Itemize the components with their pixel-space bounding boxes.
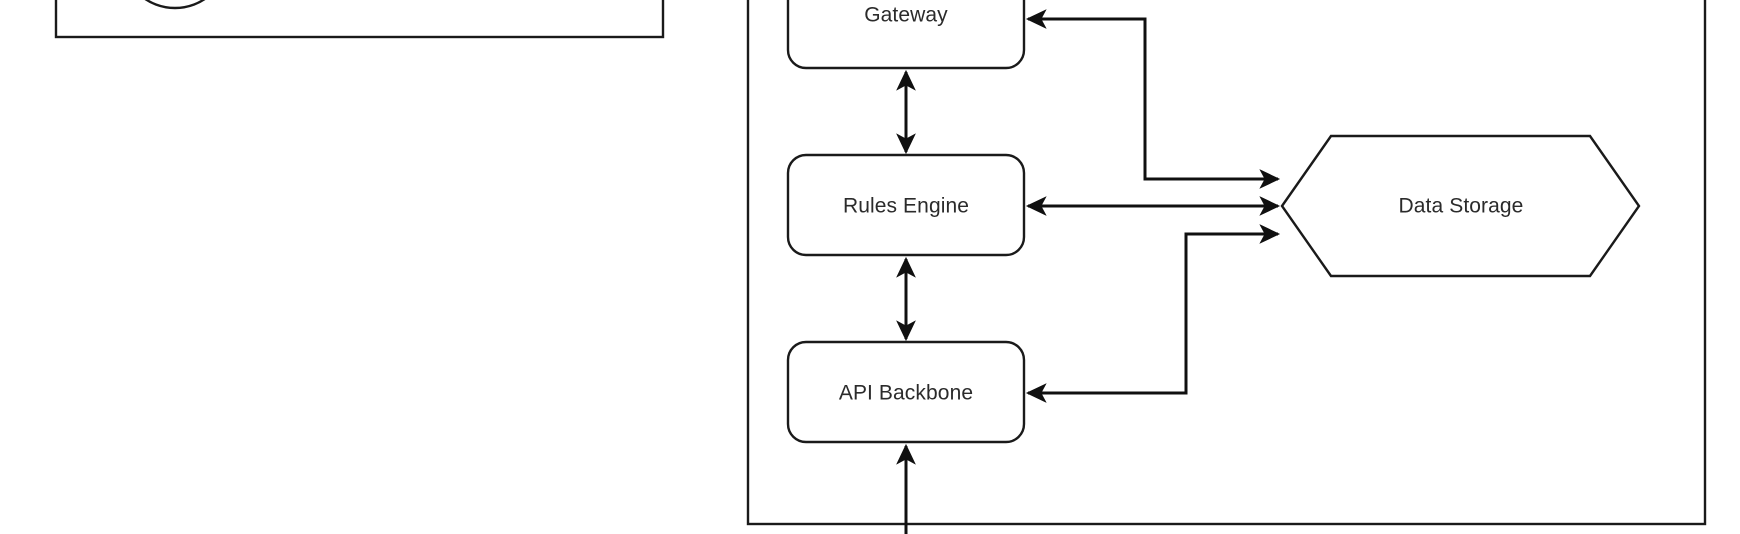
edge-group	[906, 19, 1278, 534]
gateway-node[interactable]: Gateway	[786, 0, 1026, 70]
data-storage-node[interactable]: Data Storage	[1280, 134, 1641, 278]
left-group-container	[54, 0, 665, 39]
data-storage-node-label: Data Storage	[1399, 195, 1524, 218]
partial-ellipse-node	[144, 0, 206, 10]
edge-data-storage-gateway	[1028, 19, 1278, 179]
rules-engine-node[interactable]: Rules Engine	[786, 153, 1026, 257]
api-backbone-node-shape[interactable]	[786, 340, 1026, 444]
edge-data-storage-api-backbone	[1028, 234, 1278, 393]
data-storage-node-shape[interactable]	[1280, 134, 1641, 278]
api-backbone-node-label: API Backbone	[839, 382, 973, 405]
node-group: Gateway Rules Engine API Backbone Data S…	[786, 0, 1641, 444]
api-backbone-node[interactable]: API Backbone	[786, 340, 1026, 444]
gateway-node-shape[interactable]	[786, 0, 1026, 70]
gateway-node-label: Gateway	[864, 4, 948, 27]
rules-engine-node-label: Rules Engine	[843, 195, 969, 218]
rules-engine-node-shape[interactable]	[786, 153, 1026, 257]
